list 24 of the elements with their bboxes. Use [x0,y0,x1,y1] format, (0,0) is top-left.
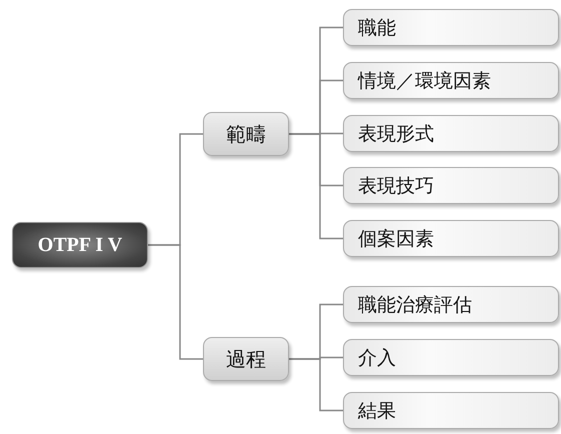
item-node [343,115,559,152]
root-node [12,222,148,268]
node-label: OTPF I V [38,234,122,256]
node-label: 職能 [358,16,396,40]
node-label: 職能治療評估 [358,292,472,318]
item-node [343,286,559,323]
node-label: 過程 [226,346,266,372]
category-node [203,112,289,156]
item-node [343,220,559,257]
item-node [343,62,559,99]
item-node [343,339,559,376]
item-node [343,9,559,46]
node-label: 表現技巧 [358,174,434,198]
node-label: 情境／環境因素 [358,68,491,94]
node-label: 結果 [358,398,396,424]
item-node [343,167,559,204]
connector-line [148,244,203,360]
connector-line [289,358,343,412]
node-label: 個案因素 [358,226,434,252]
node-label: 介入 [358,346,396,370]
item-node [343,392,559,429]
node-label: 範疇 [226,120,266,148]
category-node [203,337,289,381]
node-label: 表現形式 [358,122,434,146]
